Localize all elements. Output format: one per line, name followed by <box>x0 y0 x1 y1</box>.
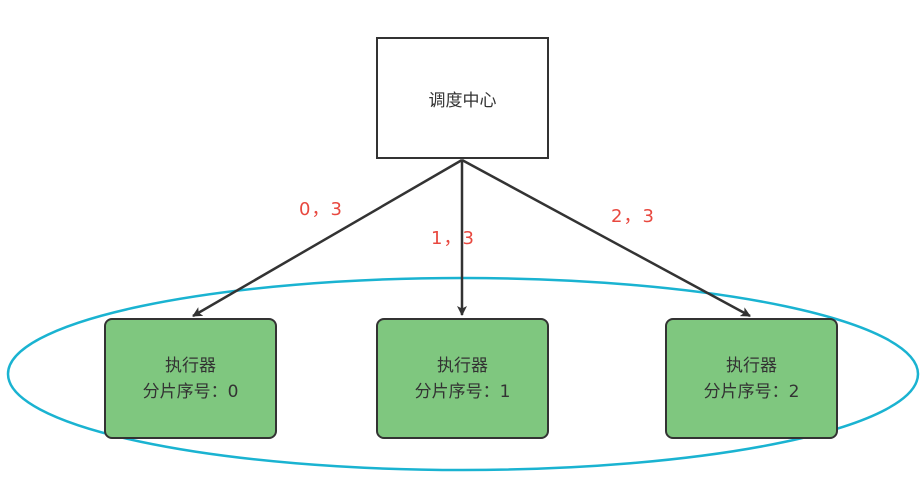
arrow-to-executor-2 <box>461 158 751 318</box>
scheduler-node[interactable]: 调度中心 <box>376 37 549 159</box>
edge-label-0: 0，3 <box>299 199 343 220</box>
executor-title: 执行器 <box>437 355 488 376</box>
executor-title: 执行器 <box>165 355 216 376</box>
executor-node-1[interactable]: 执行器 分片序号：1 <box>376 318 549 439</box>
executor-node-2[interactable]: 执行器 分片序号：2 <box>665 318 838 439</box>
arrow-to-executor-0 <box>192 158 463 318</box>
executor-shard-label: 分片序号：1 <box>414 381 511 402</box>
scheduler-label: 调度中心 <box>428 90 497 111</box>
executor-shard-label: 分片序号：2 <box>703 381 800 402</box>
executor-title: 执行器 <box>726 355 777 376</box>
executor-node-0[interactable]: 执行器 分片序号：0 <box>104 318 277 439</box>
edge-label-2: 2，3 <box>611 206 655 227</box>
executor-shard-label: 分片序号：0 <box>142 381 239 402</box>
edge-label-1: 1，3 <box>431 228 475 249</box>
